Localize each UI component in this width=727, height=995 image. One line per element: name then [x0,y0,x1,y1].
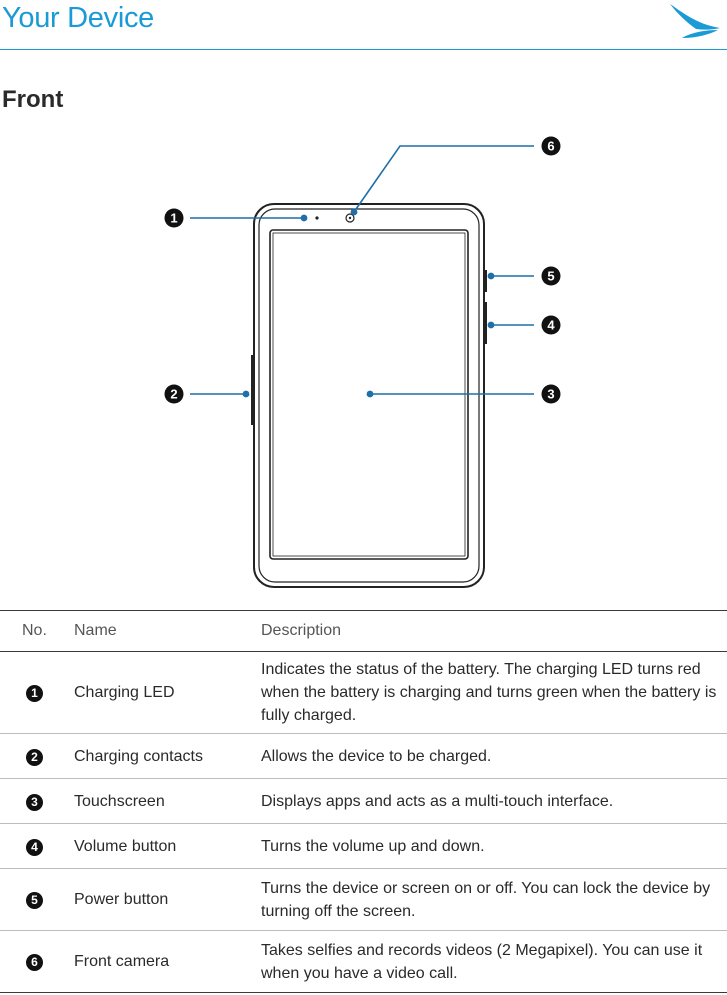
parts-table: No. Name Description 1 Charging LED Indi… [0,610,727,993]
callout-badge-3: 3 [541,384,561,404]
part-description: Indicates the status of the battery. The… [261,651,727,734]
number-badge: 3 [26,793,43,811]
table-row: 6 Front camera Takes selfies and records… [0,930,727,993]
column-header-name: Name [74,610,261,652]
part-name: Front camera [74,930,261,993]
part-name: Charging LED [74,651,261,734]
part-description: Displays apps and acts as a multi-touch … [261,778,727,824]
number-badge: 2 [26,748,43,766]
callout-lines [190,145,534,395]
number-badge: 6 [26,954,43,971]
page-title: Your Device [2,2,154,34]
page-header: Your Device [0,0,727,52]
part-description: Turns the device or screen on or off. Yo… [261,868,727,931]
number-badge: 1 [26,685,43,702]
part-description: Allows the device to be charged. [261,733,727,779]
svg-text:4: 4 [547,318,555,333]
number-badge: 5 [26,892,43,909]
table-row: 3 Touchscreen Displays apps and acts as … [0,778,727,824]
table-row: 1 Charging LED Indicates the status of t… [0,651,727,734]
brand-bird-logo-icon [670,4,720,38]
power-button-mark [484,270,487,292]
number-badge: 4 [26,838,43,856]
callout-dots [242,208,495,398]
table-row: 2 Charging contacts Allows the device to… [0,733,727,779]
svg-text:6: 6 [547,139,554,154]
device-front-diagram: 1 2 3 4 5 6 [164,136,561,588]
column-header-no: No. [0,610,74,652]
svg-text:2: 2 [170,387,177,402]
svg-text:5: 5 [547,269,554,284]
charging-led-mark [315,216,319,220]
header-divider [0,49,727,50]
callout-badge-5: 5 [541,266,561,286]
table-row: 4 Volume button Turns the volume up and … [0,823,727,869]
column-header-description: Description [261,610,727,652]
table-header-row: No. Name Description [0,610,727,652]
callout-badge-1: 1 [164,208,184,228]
svg-text:3: 3 [547,387,554,402]
table-row: 5 Power button Turns the device or scree… [0,868,727,931]
volume-button-mark [484,302,487,344]
callout-badge-4: 4 [541,315,561,335]
callout-badge-6: 6 [541,136,561,156]
callout-badge-2: 2 [164,384,184,404]
part-name: Power button [74,868,261,931]
part-name: Volume button [74,823,261,869]
section-title: Front [2,86,64,113]
part-description: Takes selfies and records videos (2 Mega… [261,930,727,993]
part-name: Charging contacts [74,733,261,779]
part-description: Turns the volume up and down. [261,823,727,869]
svg-text:1: 1 [170,211,177,226]
charging-contacts-mark [251,355,254,425]
part-name: Touchscreen [74,778,261,824]
